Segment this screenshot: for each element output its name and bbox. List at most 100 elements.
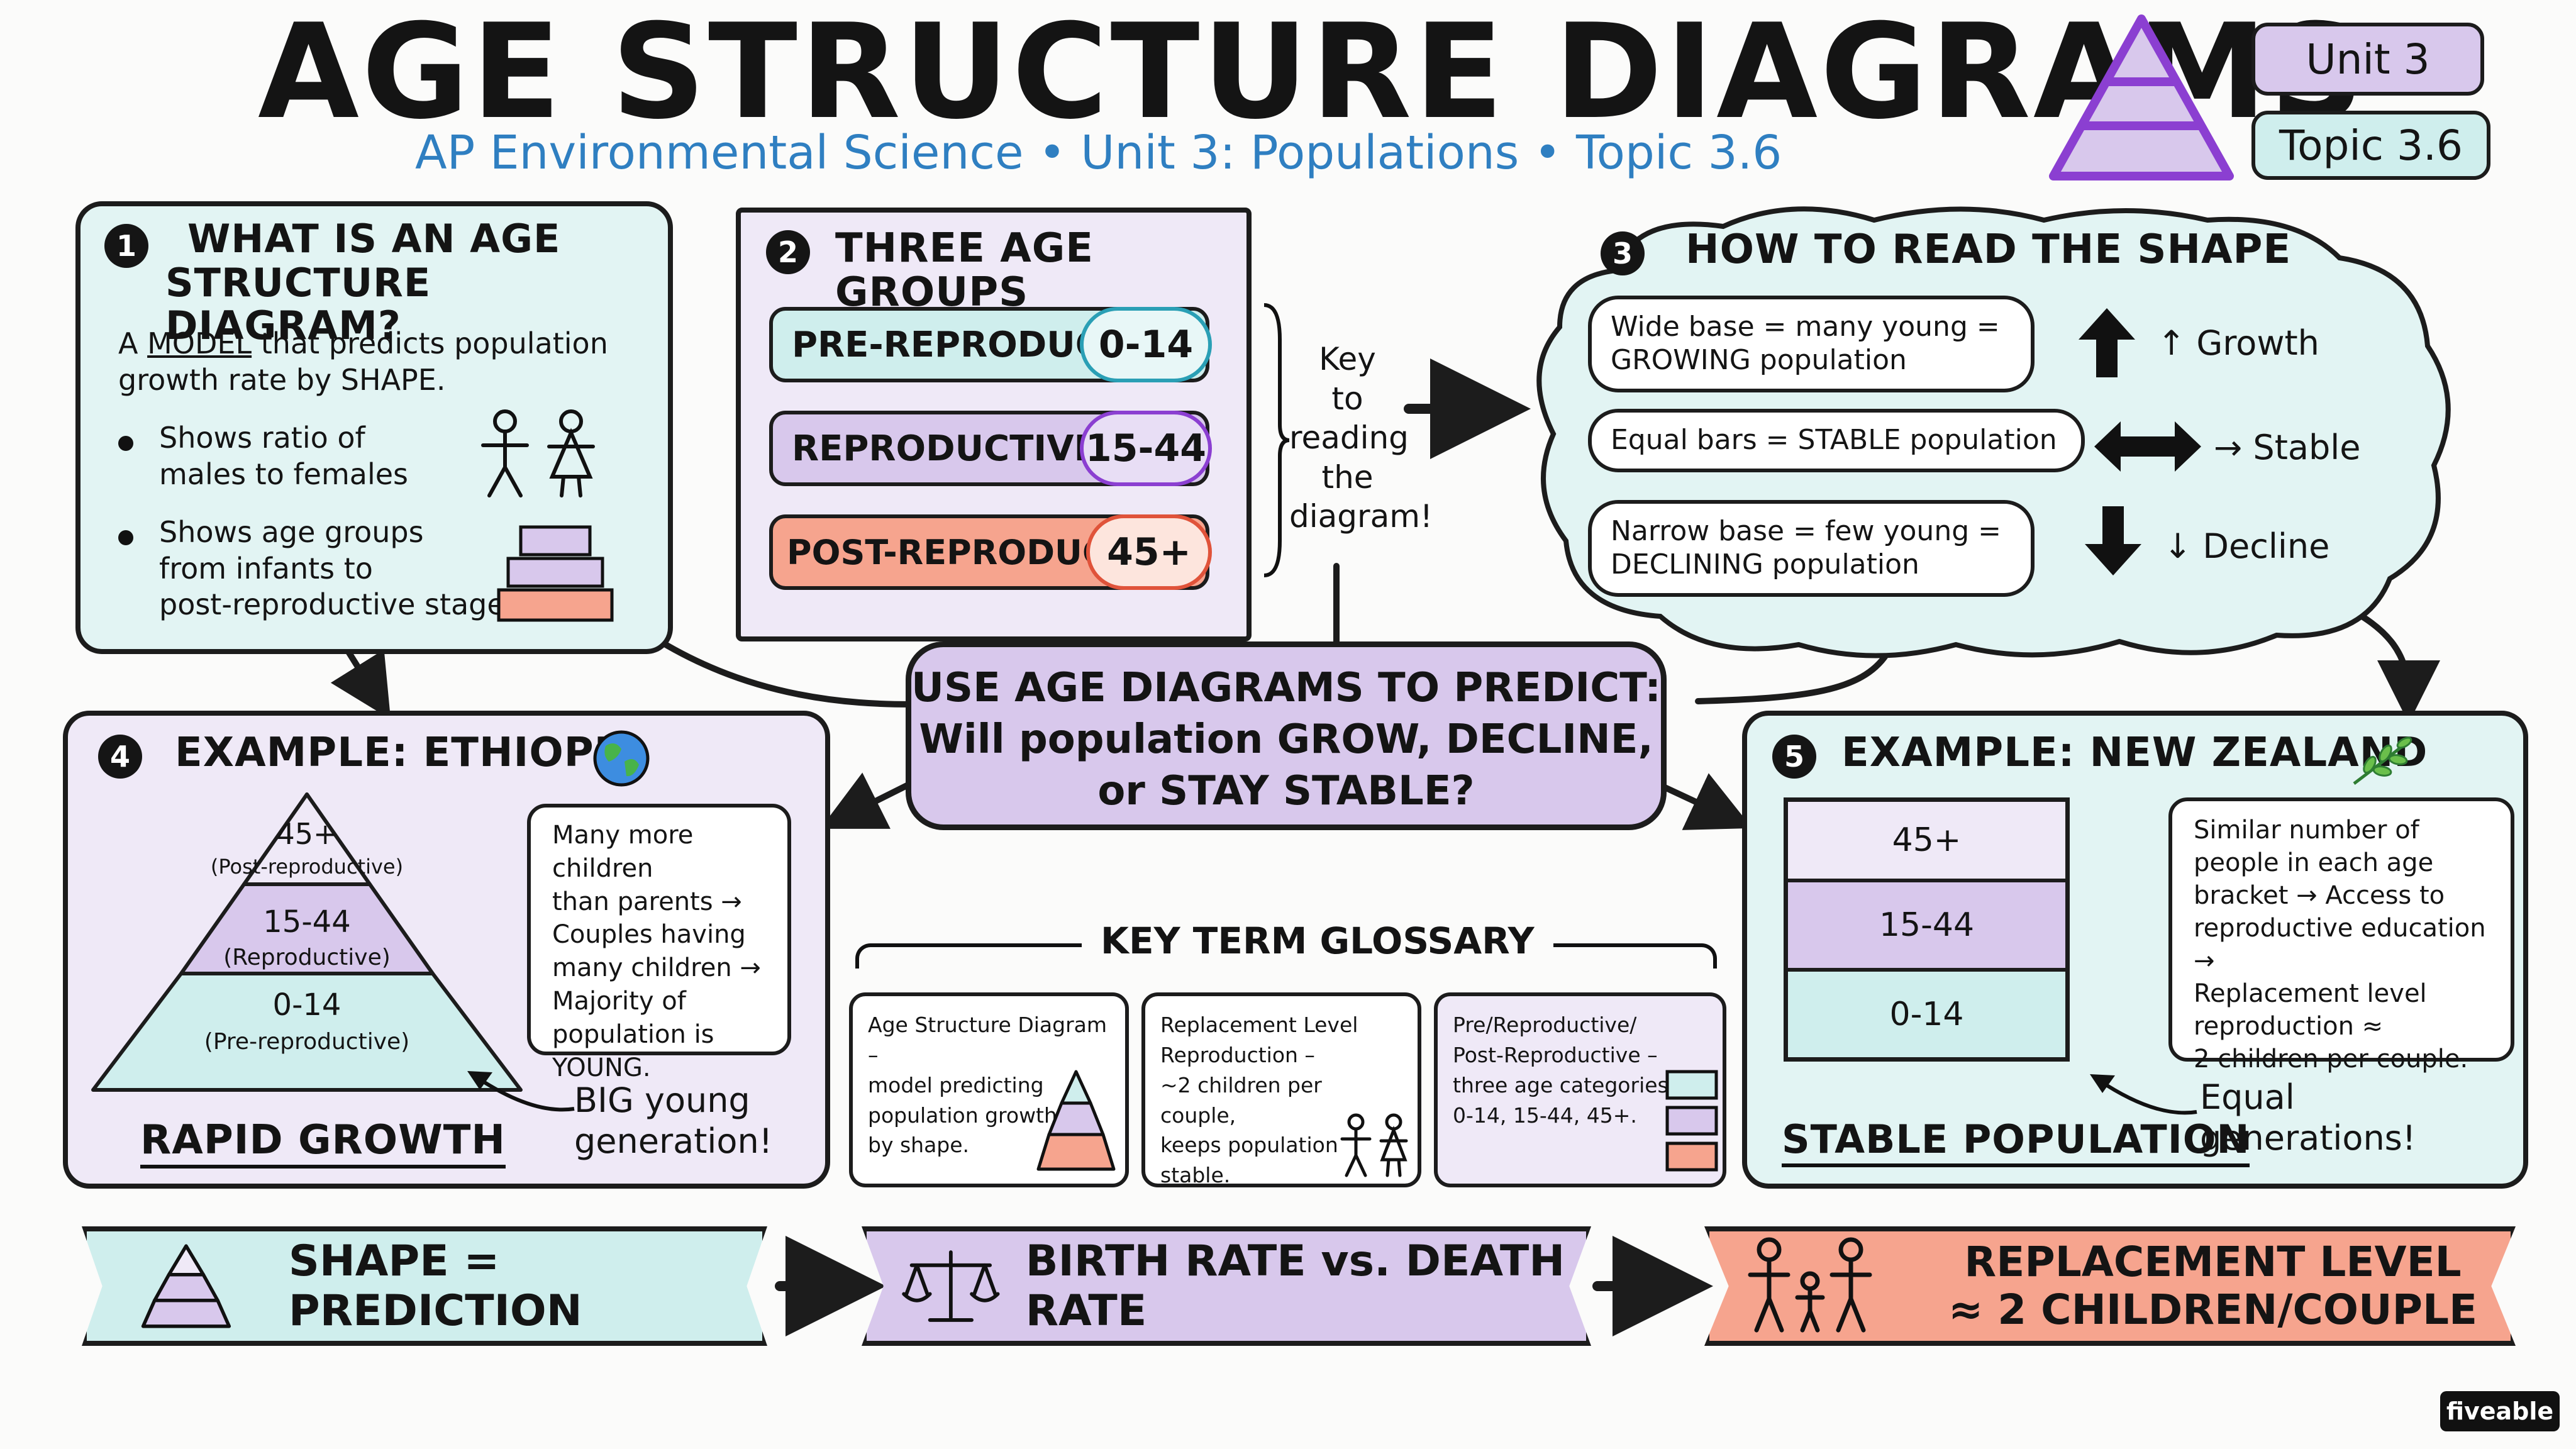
glossary-line: ~2 children per couple, [1160, 1072, 1322, 1128]
key-note-line: Key [1319, 341, 1376, 377]
read-row-growth: Wide base = many young = GROWING populat… [1588, 296, 2035, 392]
callout-line1: BIG young [574, 1080, 750, 1120]
note-line: Replacement level [2194, 979, 2427, 1008]
age-group-reproductive: REPRODUCTIVE 15-44 [769, 411, 1212, 486]
note-line: YOUNG. [552, 1053, 651, 1082]
callout-line1: Equal [2200, 1077, 2295, 1117]
note-line: than parents → [552, 887, 742, 916]
glossary-line: 0-14, 15-44, 45+. [1453, 1102, 1637, 1128]
new-zealand-callout: Equal generations! [2200, 1077, 2416, 1159]
glossary-card-categories: Pre/Reproductive/ Post-Reproductive – th… [1434, 992, 1726, 1187]
bar-label: 45+ [1892, 821, 1962, 859]
panel1-heading-line1: WHAT IS AN AGE [187, 216, 561, 262]
step-number-2: 2 [766, 230, 810, 274]
note-line: reproductive education → [2194, 914, 2486, 975]
center-line3: or STAY STABLE? [1097, 768, 1475, 814]
note-line: Majority of [552, 986, 686, 1016]
bullet-dot [118, 530, 133, 545]
color-swatches-icon [1665, 1070, 1718, 1172]
bullet2: Shows age groups from infants to post-re… [159, 514, 505, 623]
age-range-badge: 15-44 [1080, 411, 1212, 486]
fiveable-logo: fiveable [2440, 1391, 2560, 1431]
male-female-icon [481, 409, 595, 497]
pyramid-base-range: 0-14 [272, 987, 341, 1023]
panel-what-is: 1 WHAT IS AN AGE STRUCTURE DIAGRAM? A MO… [75, 201, 673, 654]
banner-replacement-level: REPLACEMENT LEVEL ≈ 2 CHILDREN/COUPLE [1704, 1226, 2516, 1346]
pyramid-mid-label: (Reproductive) [223, 945, 391, 970]
result-label: Decline [2202, 526, 2330, 566]
unit-tag-label: Unit 3 [2306, 35, 2430, 84]
ethiopia-callout: BIG young generation! [574, 1080, 772, 1162]
new-zealand-footer: STABLE POPULATION [1782, 1118, 2250, 1168]
step-number-1: 1 [104, 224, 148, 268]
arrow-up-icon [2079, 308, 2135, 377]
bullet-dot [118, 436, 133, 451]
bullet2-line3: post-reproductive stage [159, 587, 505, 621]
note-line: 2 children per couple. [2194, 1045, 2468, 1074]
topic-tag: Topic 3.6 [2251, 111, 2490, 180]
globe-icon [593, 730, 650, 787]
glossary-line: Reproduction – [1160, 1042, 1315, 1067]
bar-45-plus: 45+ [1788, 802, 2065, 882]
new-zealand-note: Similar number of people in each age bra… [2168, 797, 2514, 1074]
result-label: Stable [2253, 428, 2361, 467]
bar-15-44: 15-44 [1788, 882, 2065, 972]
key-note-line: the [1321, 458, 1374, 496]
intro-model: MODEL [147, 326, 252, 360]
step-number-3: 3 [1601, 231, 1645, 275]
scale-icon [902, 1250, 1000, 1322]
page-title: AGE STRUCTURE DIAGRAMS [258, 0, 2367, 148]
unit-tag: Unit 3 [2251, 23, 2484, 96]
bar-label: 0-14 [1889, 996, 1964, 1033]
glossary-line: stable. [1160, 1163, 1231, 1188]
pyramid-mid-range: 15-44 [263, 904, 351, 940]
panel4-heading: EXAMPLE: ETHIOPIA [175, 730, 641, 776]
glossary-line: Pre/Reproductive/ [1453, 1013, 1637, 1037]
panel2-heading: THREE AGE GROUPS [835, 225, 1094, 316]
stacked-bars-icon [497, 525, 614, 622]
row-line1: Equal bars = STABLE population [1611, 424, 2057, 456]
age-range-badge: 45+ [1086, 514, 1212, 590]
couple-icon [1340, 1113, 1408, 1177]
key-note-line: to [1331, 380, 1363, 417]
note-line: bracket → Access to [2194, 881, 2445, 910]
stable-bars: 45+ 15-44 0-14 [1784, 797, 2070, 1062]
panel-ethiopia: 4 EXAMPLE: ETHIOPIA 45+ (Post-reproducti… [63, 711, 830, 1189]
callout-line2: generation! [574, 1121, 773, 1161]
bullet1-line2: males to females [159, 457, 409, 491]
bullet2-line2: from infants to [159, 551, 373, 586]
age-group-pre-reproductive: PRE-REPRODUCTIVE 0-14 [769, 307, 1212, 382]
pyramid-top-label: (Post-reproductive) [210, 855, 404, 879]
note-line: people in each age [2194, 848, 2434, 877]
age-group-post-reproductive: POST-REPRODUCTIVE 45+ [769, 514, 1212, 590]
glossary-line: Replacement Level [1160, 1013, 1358, 1037]
result-decline: ↓ Decline [2163, 526, 2330, 566]
panel-new-zealand: 5 EXAMPLE: NEW ZEALAND 45+ 15-44 0-14 Si… [1742, 711, 2528, 1189]
key-note-line: diagram! [1289, 498, 1433, 535]
banner-shape-prediction: SHAPE = PREDICTION [82, 1226, 767, 1346]
panel-three-age-groups: 2 THREE AGE GROUPS PRE-REPRODUCTIVE 0-14… [736, 208, 1252, 641]
bullet1: Shows ratio of males to females [159, 420, 408, 492]
key-note-line: reading [1289, 419, 1409, 456]
arrow-both-icon [2094, 421, 2201, 472]
intro-rest1: that predicts population [260, 326, 608, 360]
leaf-icon [2353, 736, 2412, 785]
arrow-down-icon [2085, 506, 2141, 575]
glossary-line: three age categories: [1453, 1072, 1675, 1097]
ethiopia-footer: RAPID GROWTH [140, 1118, 506, 1169]
bullet2-line1: Shows age groups [159, 515, 424, 549]
step-number-4: 4 [98, 735, 142, 779]
age-group-label: REPRODUCTIVE [792, 428, 1098, 469]
logo-text: fiveable [2446, 1397, 2554, 1425]
callout-arrow-icon [467, 1071, 575, 1112]
note-line: reproduction ≈ [2194, 1012, 2384, 1041]
note-line: many children → [552, 953, 761, 983]
banner-birth-death: BIRTH RATE vs. DEATH RATE [862, 1226, 1591, 1346]
result-label: Growth [2196, 323, 2319, 363]
ethiopia-pyramid [91, 792, 523, 1092]
glossary-line: keeps population [1160, 1133, 1338, 1158]
step-number-5: 5 [1772, 735, 1816, 779]
read-row-decline: Narrow base = few young = DECLINING popu… [1588, 500, 2035, 597]
page-subtitle: AP Environmental Science • Unit 3: Popul… [415, 126, 1782, 180]
key-note: Key to reading the diagram! [1289, 340, 1433, 536]
